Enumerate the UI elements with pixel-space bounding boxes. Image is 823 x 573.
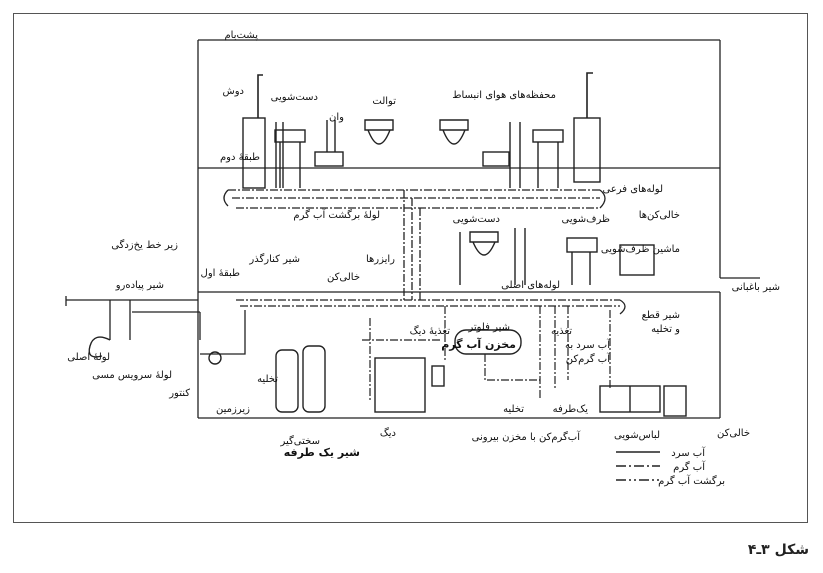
label-laundry: لباس‌شویی — [614, 430, 660, 441]
label-drain-laundry: خالی‌کن — [717, 428, 750, 439]
basement-equipment — [88, 329, 687, 417]
label-copper-service: لولهٔ سرویس مسی — [92, 370, 172, 381]
hot-tank-icon — [454, 329, 522, 355]
label-bypass-valve: شیر کنارگذر — [248, 253, 300, 265]
label-drain-basement: تخلیه — [257, 374, 278, 385]
label-cold-to-heater-1: آب سرد به — [565, 338, 611, 351]
washbasin-lower-icon — [469, 231, 499, 256]
legend: آب سرد آب گرم برگشت آب گرم — [616, 446, 725, 487]
main-pipes — [109, 299, 626, 355]
toilet-icon-2 — [439, 119, 469, 145]
tank-icon — [573, 117, 601, 183]
label-float-valve: شیر فلوتر — [467, 322, 510, 333]
label-cutoff-1: شیر قطع — [642, 310, 680, 321]
label-one-way: یک‌طرفه — [553, 404, 589, 415]
figure-caption: شکل ۳ـ۴ — [747, 542, 809, 558]
label-cutoff-2: و تخلیه — [651, 324, 680, 335]
label-drain-mid: خالی‌کن — [327, 272, 360, 283]
label-dishwasher: ماشین ظرف‌شویی — [601, 244, 680, 255]
ground-line — [65, 277, 760, 306]
bathtub-icon — [314, 151, 344, 167]
riser-pipes — [403, 190, 421, 300]
second-floor-pipes — [223, 189, 606, 209]
label-hot-tank: مخزن آب گرم — [441, 337, 516, 351]
label-meter: کنتور — [168, 388, 190, 399]
legend-hot: آب گرم — [673, 460, 706, 473]
label-branch-pipes: لوله‌های فرعی — [602, 184, 663, 195]
label-hot-return: لولهٔ برگشت آب گرم — [293, 208, 380, 221]
vent-pipes — [257, 72, 593, 118]
dishwasher-icon — [619, 244, 655, 276]
label-risers: رایزرها — [366, 254, 395, 265]
label-cold-to-heater-2: آب گرم‌کن — [566, 352, 611, 365]
label-main-pipe: لولهٔ اصلی — [67, 352, 110, 363]
first-floor-fixtures — [459, 228, 655, 285]
sink-icon — [566, 237, 598, 253]
diagram-labels: پشت‌بام طبقهٔ دوم طبقهٔ اول زیرزمین دوش … — [67, 30, 780, 459]
toilet-icon — [364, 119, 394, 145]
label-sink: ظرف‌شویی — [561, 214, 610, 225]
water-heater-icon — [431, 365, 445, 387]
label-shower: دوش — [223, 86, 245, 97]
legend-cold: آب سرد — [671, 446, 706, 459]
softener-icon — [275, 349, 299, 413]
label-main-pipes: لوله‌های اصلی — [501, 280, 560, 291]
label-check-valve: شیر یک طرفه — [284, 446, 360, 459]
label-drains-upper: خالی‌کن‌ها — [639, 210, 680, 221]
label-boiler-feed: تغذیهٔ دیگ — [410, 325, 451, 337]
label-boiler: دیگ — [380, 427, 396, 439]
label-roof: پشت‌بام — [224, 30, 258, 41]
second-floor-fixtures — [242, 117, 601, 189]
label-softener: سختی‌گیر — [280, 435, 320, 447]
label-sidewalk-valve: شیر پیاده‌رو — [115, 280, 164, 291]
label-second-floor: طبقهٔ دوم — [220, 152, 260, 163]
label-first-floor: طبقهٔ اول — [201, 268, 240, 279]
washbasin-icon-2 — [532, 129, 564, 143]
label-heater-tank: آب‌گرم‌کن با مخزن بیرونی — [472, 430, 582, 443]
label-air-chambers: محفظه‌های هوای انبساط — [452, 90, 556, 101]
basement-pipes — [362, 306, 611, 400]
diagram-frame — [13, 13, 808, 523]
building-outline — [197, 39, 721, 419]
label-feed: تغذیه — [551, 326, 572, 337]
label-bathtub: وان — [329, 112, 344, 123]
label-basement: زیرزمین — [216, 404, 250, 415]
meter-icon — [208, 351, 222, 365]
washbasin-icon — [274, 129, 306, 143]
legend-return: برگشت آب گرم — [658, 474, 725, 487]
label-toilet: توالت — [372, 96, 396, 107]
laundry-drain-icon — [663, 385, 687, 417]
shower-icon — [242, 117, 266, 189]
label-washbasin-lower: دست‌شویی — [453, 214, 500, 225]
label-washbasin-upper: دست‌شویی — [271, 92, 318, 103]
label-frost-line: زیر خط یخ‌زدگی — [111, 239, 178, 251]
softener-icon-2 — [302, 345, 326, 413]
label-drain-boiler: تخلیه — [503, 404, 524, 415]
boiler-icon — [374, 357, 426, 413]
label-garden-valve: شیر باغبانی — [732, 282, 780, 293]
